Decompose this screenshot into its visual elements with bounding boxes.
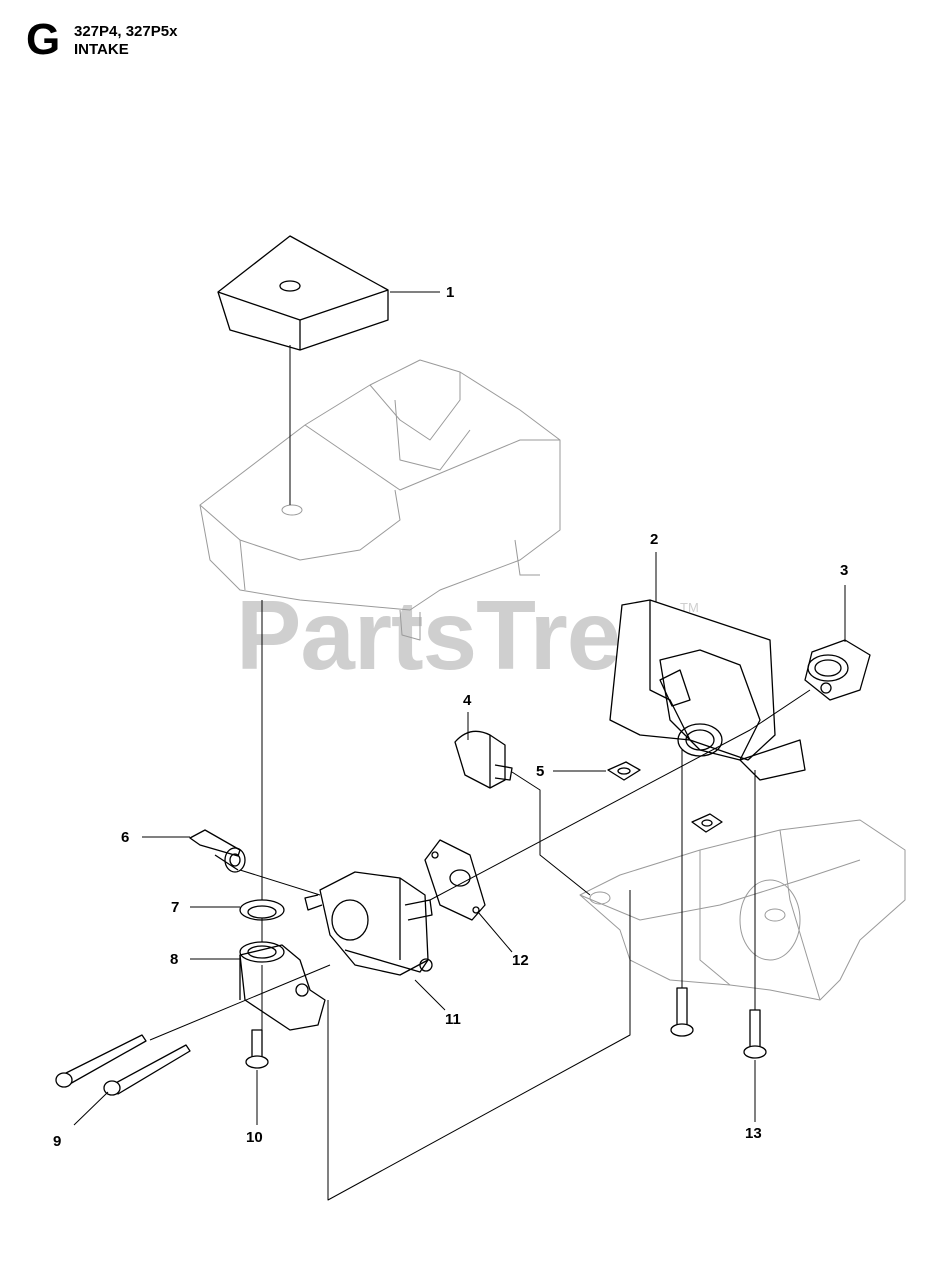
callout-6: 6 [121, 829, 130, 846]
callout-10: 10 [246, 1129, 263, 1146]
crankcase [579, 819, 906, 1001]
section-title: INTAKE [74, 41, 129, 58]
part-12-gasket [424, 839, 486, 921]
part-5-nut [607, 761, 723, 833]
callout-11: 11 [445, 1011, 461, 1028]
air-filter-housing [199, 359, 561, 641]
callout-1: 1 [446, 284, 455, 301]
callout-12: 12 [512, 952, 529, 969]
part-10-screw [245, 1029, 269, 1069]
part-8-carb-adapter [239, 941, 326, 1031]
part-7-seal-ring [239, 899, 285, 921]
callout-9: 9 [53, 1133, 62, 1150]
part-4-primer-bulb [454, 730, 513, 789]
section-letter: G [26, 15, 61, 64]
callout-8: 8 [170, 951, 179, 968]
part-9-screws [55, 1034, 191, 1096]
callout-4: 4 [463, 692, 472, 709]
callout-2: 2 [650, 531, 659, 548]
part-11-carburetor [304, 871, 433, 976]
assembly-lines [149, 345, 811, 1201]
part-13-screws [670, 987, 767, 1059]
callout-5: 5 [536, 763, 545, 780]
callout-13: 13 [745, 1125, 762, 1142]
model-numbers: 327P4, 327P5x [74, 23, 178, 40]
part-6-choke-lever [189, 829, 246, 873]
part-2-intake-adapter [609, 599, 806, 781]
part-3-intake-boot [804, 639, 871, 701]
watermark-logo: PartsTree [236, 580, 675, 690]
callout-3: 3 [840, 562, 849, 579]
part-1-air-filter [217, 235, 389, 351]
leader-lines [73, 291, 846, 1126]
callout-7: 7 [171, 899, 180, 916]
